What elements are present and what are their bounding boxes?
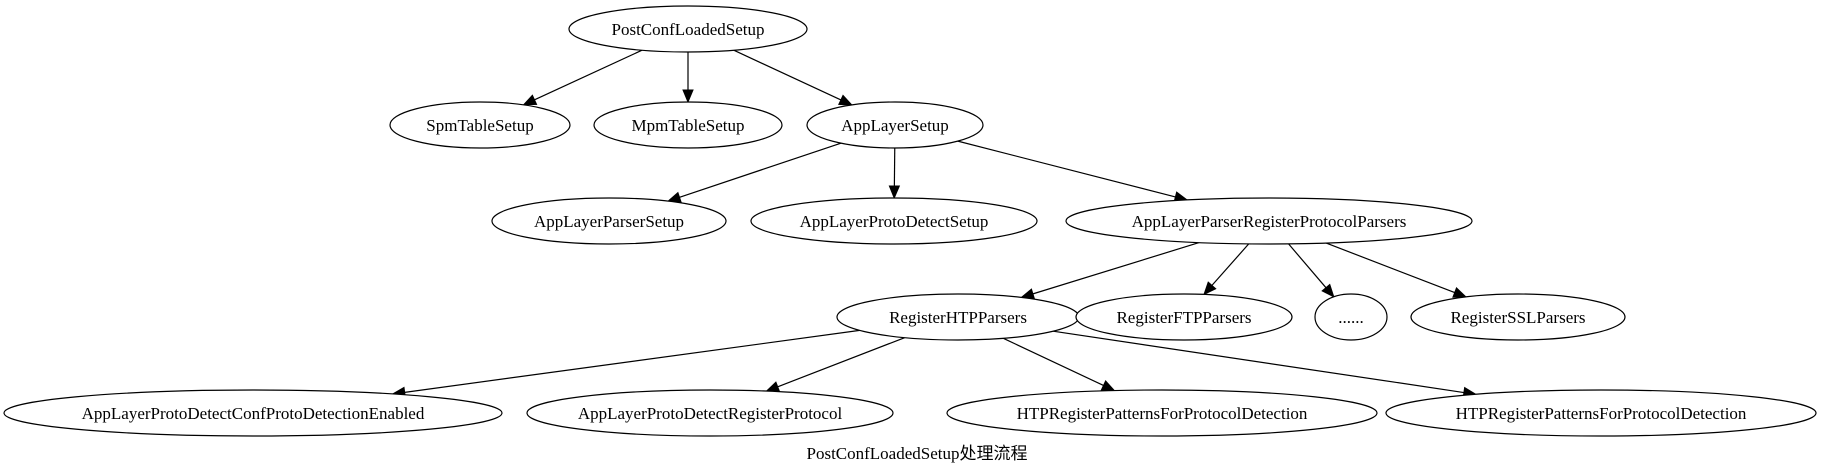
node-app-layer-parser-setup: AppLayerParserSetup [491, 197, 727, 245]
node-label: AppLayerProtoDetectRegisterProtocol [578, 404, 843, 423]
node-ellipse [1314, 293, 1388, 341]
node-app-layer-parser-register-protocol-parsers: AppLayerParserRegisterProtocolParsers [1065, 197, 1473, 245]
node-ellipse [1385, 389, 1817, 437]
edge-app-layer-setup-to-app-layer-parser-register-protocol-parsers [957, 140, 1189, 203]
edge-app-layer-parser-register-protocol-parsers-to-ellipsis [1288, 243, 1335, 298]
edge-line [534, 49, 643, 101]
node-label: MpmTableSetup [631, 116, 744, 135]
node-label: PostConfLoadedSetup [612, 20, 765, 39]
node-label: AppLayerProtoDetectSetup [800, 212, 989, 231]
edges [391, 49, 1478, 399]
node-htpregister-patterns-for-protocol-detection: HTPRegisterPatternsForProtocolDetection [946, 389, 1378, 437]
arrowhead [666, 191, 682, 203]
node-app-layer-proto-detect-setup: AppLayerProtoDetectSetup [750, 197, 1038, 245]
node-label: AppLayerParserSetup [534, 212, 684, 231]
node-label: ...... [1338, 308, 1364, 327]
node-app-layer-proto-detect-register-protocol: AppLayerProtoDetectRegisterProtocol [526, 389, 894, 437]
edge-line [679, 142, 842, 198]
node-ellipse [806, 101, 984, 149]
node-label: AppLayerParserRegisterProtocolParsers [1132, 212, 1407, 231]
edge-line [1211, 243, 1250, 286]
node-app-layer-setup: AppLayerSetup [806, 101, 984, 149]
node-app-layer-proto-detect-conf-proto-detection-enabled: AppLayerProtoDetectConfProtoDetectionEna… [3, 389, 503, 437]
arrowhead [682, 89, 694, 104]
edge-line [957, 140, 1176, 198]
node-post-conf-loaded-setup: PostConfLoadedSetup [568, 5, 808, 53]
arrowhead [838, 94, 853, 106]
node-register-htpparsers: RegisterHTPParsers [836, 293, 1080, 341]
edge-line [1288, 243, 1327, 289]
edge-register-htpparsers-to-app-layer-proto-detect-register-protocol [765, 337, 905, 392]
edge-post-conf-loaded-setup-to-spm-table-setup [522, 49, 643, 106]
node-ellipse [3, 389, 503, 437]
node-ellipse [946, 389, 1378, 437]
arrowhead [1452, 287, 1468, 298]
node-label: HTPRegisterPatternsForProtocolDetection [1456, 404, 1747, 423]
node-ellipse [491, 197, 727, 245]
edge-line [777, 337, 905, 388]
node-ellipse [750, 197, 1038, 245]
node-label: AppLayerSetup [841, 116, 949, 135]
edge-app-layer-setup-to-app-layer-parser-setup [666, 142, 842, 203]
node-ellipse [593, 101, 783, 149]
node-register-sslparsers: RegisterSSLParsers [1410, 293, 1626, 341]
edge-register-htpparsers-to-app-layer-proto-detect-conf-proto-detection-enabled [391, 329, 860, 398]
node-label: HTPRegisterPatternsForProtocolDetection [1017, 404, 1308, 423]
arrowhead [765, 381, 781, 392]
arrowhead [1203, 281, 1217, 296]
edge-post-conf-loaded-setup-to-app-layer-setup [733, 49, 853, 106]
node-register-ftpparsers: RegisterFTPParsers [1075, 293, 1293, 341]
node-spm-table-setup: SpmTableSetup [389, 101, 571, 149]
node-label: RegisterHTPParsers [889, 308, 1027, 327]
edge-app-layer-parser-register-protocol-parsers-to-register-sslparsers [1326, 242, 1468, 298]
edge-app-layer-parser-register-protocol-parsers-to-register-ftpparsers [1203, 243, 1250, 296]
edge-line [1003, 337, 1104, 387]
edge-line [1032, 242, 1200, 295]
edge-app-layer-setup-to-app-layer-proto-detect-setup [888, 147, 901, 200]
node-label: SpmTableSetup [426, 116, 533, 135]
arrowhead [888, 185, 901, 200]
edge-line [1053, 330, 1464, 394]
node-ellipse [568, 5, 808, 53]
arrowhead [522, 94, 538, 106]
edge-register-htpparsers-to-htpregister-patterns-for-protocol-detection [1003, 337, 1116, 392]
node-label: RegisterFTPParsers [1116, 308, 1251, 327]
edge-line [404, 329, 860, 393]
node-label: RegisterSSLParsers [1450, 308, 1585, 327]
edge-register-htpparsers-to-htpregister-patterns-for-protocol-detection [1053, 330, 1478, 399]
node-mpm-table-setup: MpmTableSetup [593, 101, 783, 149]
node-ellipse [389, 101, 571, 149]
arrowhead [1321, 283, 1335, 298]
edge-line [1326, 242, 1455, 294]
node-ellipse [1075, 293, 1293, 341]
node-label: AppLayerProtoDetectConfProtoDetectionEna… [82, 404, 425, 423]
node-ellipse [526, 389, 894, 437]
node-ellipse [1065, 197, 1473, 245]
node-htpregister-patterns-for-protocol-detection: HTPRegisterPatternsForProtocolDetection [1385, 389, 1817, 437]
edge-line [733, 49, 842, 101]
diagram-caption: PostConfLoadedSetup处理流程 [807, 444, 1028, 463]
edge-post-conf-loaded-setup-to-mpm-table-setup [682, 52, 694, 104]
node-ellipse [1410, 293, 1626, 341]
edge-app-layer-parser-register-protocol-parsers-to-register-htpparsers [1020, 242, 1200, 300]
node-ellipsis: ...... [1314, 293, 1388, 341]
arrowhead [1100, 380, 1116, 392]
